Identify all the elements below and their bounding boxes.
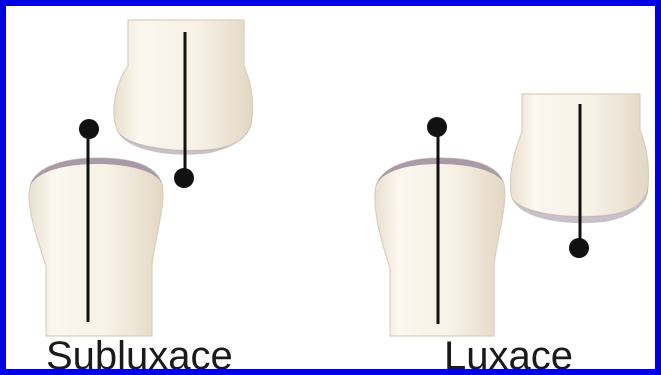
luxation-panel	[375, 94, 649, 336]
lower-bone-axis-marker	[427, 117, 447, 137]
upper-bone-subluxation	[114, 20, 253, 155]
caption-luxation: Luxace	[444, 336, 573, 375]
subluxation-panel	[29, 20, 252, 336]
lower-bone-axis-marker	[79, 119, 99, 139]
lower-bone-luxation	[375, 158, 505, 336]
upper-bone-axis-marker	[569, 238, 589, 258]
upper-bone-axis-marker	[174, 168, 194, 188]
lower-bone-subluxation	[29, 158, 163, 336]
joint-diagram	[6, 6, 661, 375]
caption-subluxation: Subluxace	[46, 336, 233, 375]
